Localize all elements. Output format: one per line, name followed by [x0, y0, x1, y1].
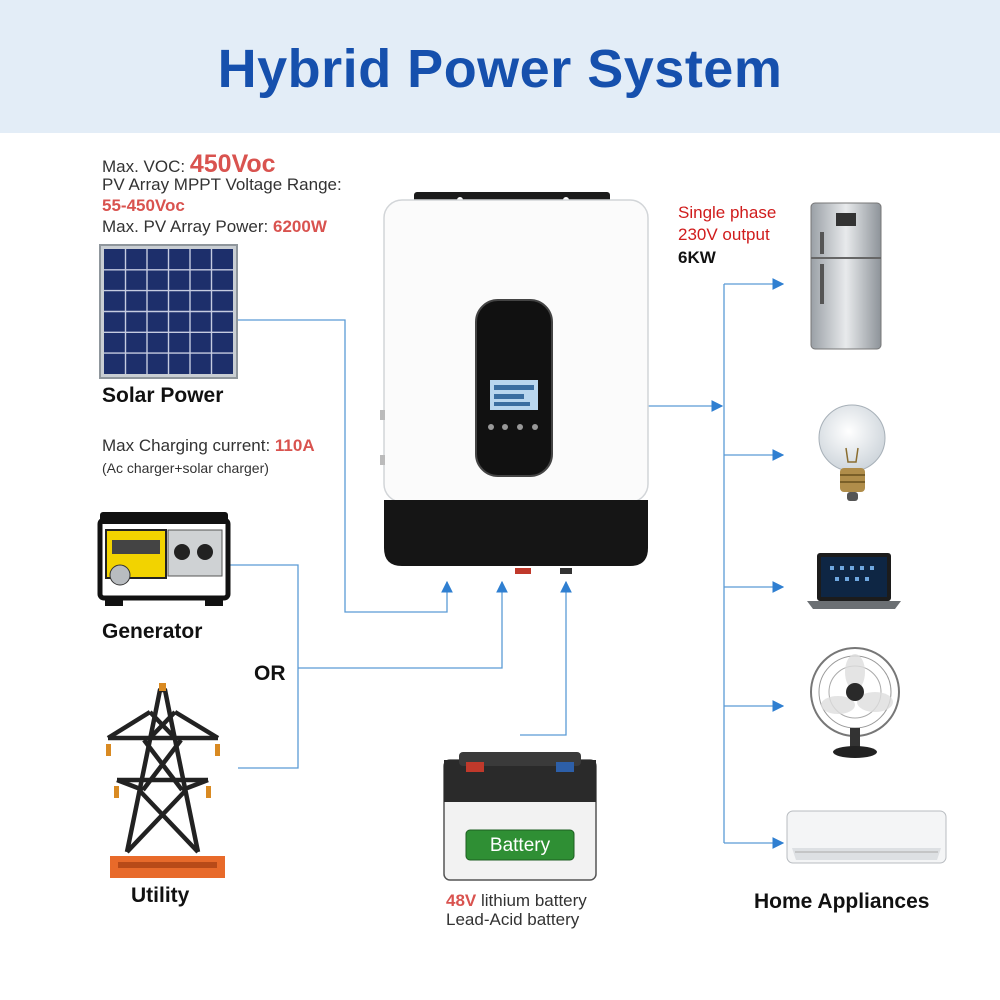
utility-insulators — [106, 683, 220, 798]
or-label: OR — [254, 662, 286, 685]
battery-type1: lithium battery — [476, 891, 587, 910]
inverter-image — [380, 192, 649, 574]
utility-tower-image — [106, 687, 220, 854]
grid-to-inverter-line — [298, 580, 508, 669]
utility-line — [238, 668, 299, 769]
solar-to-inverter-line — [237, 319, 453, 613]
pv-power-label: Max. PV Array Power: — [102, 217, 273, 236]
output-power: 6KW — [678, 248, 716, 267]
battery-image — [443, 752, 597, 881]
generator-image — [97, 512, 231, 606]
connector-lines — [230, 278, 785, 849]
home-appliances-label: Home Appliances — [754, 890, 930, 913]
utility-label: Utility — [131, 884, 190, 907]
pv-voc-line: Max. VOC: 450Voc — [102, 152, 276, 177]
output-phase: Single phase — [678, 203, 777, 222]
charging-line: Max Charging current: 110A — [102, 437, 315, 454]
battery-voltage: 48V — [446, 891, 477, 910]
battery-sticker-label: Battery — [490, 835, 551, 856]
battery-to-inverter-line — [520, 580, 572, 736]
generator-label: Generator — [102, 620, 203, 643]
light-bulb-image — [818, 404, 886, 501]
pv-power-value: 6200W — [273, 217, 327, 236]
fridge-image — [810, 202, 882, 350]
header-banner: Hybrid Power System — [0, 0, 1000, 133]
pv-voc-label: Max. VOC: — [102, 157, 190, 176]
pv-voc-value: 450Voc — [189, 150, 276, 178]
pv-mppt-label: PV Array MPPT Voltage Range: — [102, 175, 342, 194]
solar-power-label: Solar Power — [102, 384, 224, 407]
charging-value: 110A — [274, 436, 315, 455]
pv-mppt-value: 55-450Voc — [102, 196, 185, 215]
page-title: Hybrid Power System — [217, 39, 783, 99]
generator-line — [230, 564, 299, 668]
charging-label: Max Charging current: — [102, 436, 275, 455]
pv-power-line: Max. PV Array Power: 6200W — [102, 218, 327, 235]
air-conditioner-image — [786, 810, 947, 864]
battery-type-line1: 48V lithium battery — [446, 892, 587, 909]
laptop-image — [807, 553, 901, 609]
output-voltage: 230V output — [678, 225, 770, 244]
battery-type2: Lead-Acid battery — [446, 910, 580, 929]
solar-panel-image — [99, 244, 238, 379]
charging-note: (Ac charger+solar charger) — [102, 460, 269, 476]
fan-image — [810, 647, 900, 758]
